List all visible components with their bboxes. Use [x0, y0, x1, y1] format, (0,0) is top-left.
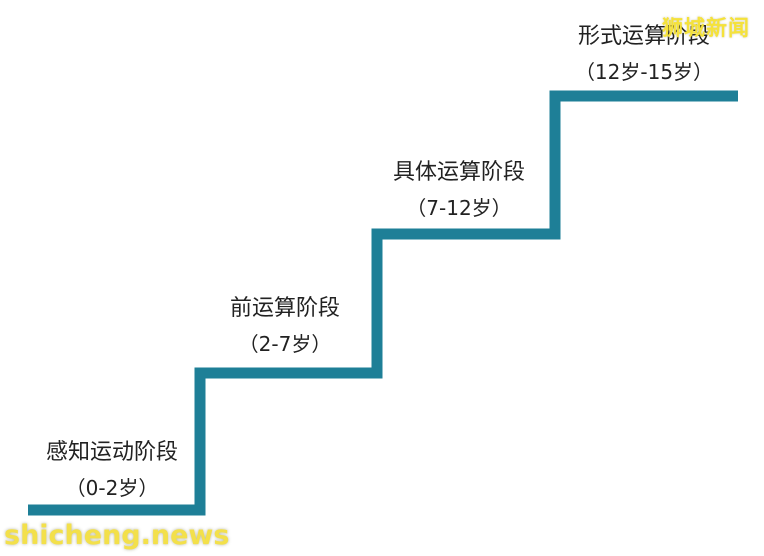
- stage-2-label: 前运算阶段 （2-7岁）: [195, 294, 375, 358]
- stage-4-name: 形式运算阶段: [577, 24, 710, 49]
- stage-3-age: （7-12岁）: [406, 196, 512, 220]
- stage-3-label: 具体运算阶段 （7-12岁）: [369, 158, 549, 222]
- stage-1-name: 感知运动阶段: [45, 440, 178, 465]
- stage-1-label: 感知运动阶段 （0-2岁）: [22, 438, 202, 502]
- stage-2-name: 前运算阶段: [229, 296, 340, 321]
- watermark-top: 狮城新闻: [662, 16, 750, 40]
- staircase-steps: [28, 90, 738, 516]
- stage-1-age: （0-2岁）: [65, 476, 159, 500]
- stage-2-age: （2-7岁）: [238, 332, 332, 356]
- stage-3-name: 具体运算阶段: [392, 160, 525, 185]
- watermark-bottom: shicheng.news: [4, 520, 230, 551]
- stage-4-label: 形式运算阶段 （12岁-15岁）: [554, 22, 734, 86]
- stage-4-age: （12岁-15岁）: [574, 60, 714, 84]
